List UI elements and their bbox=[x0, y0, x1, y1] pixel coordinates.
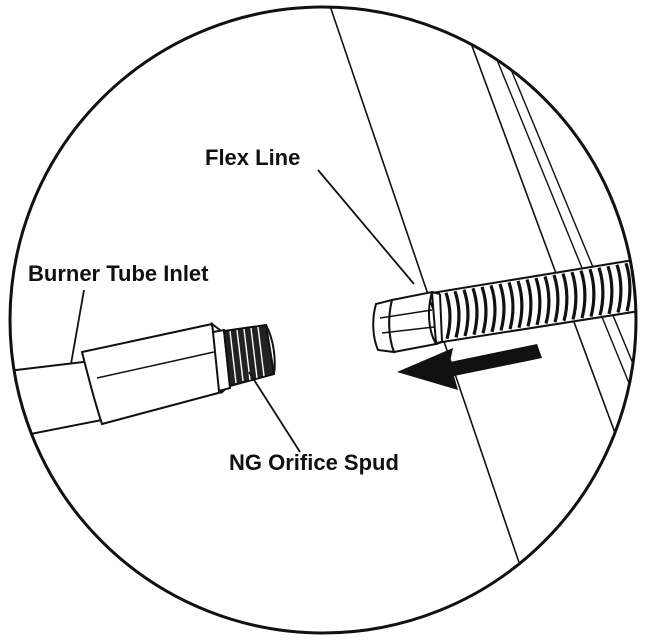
hose-ridge bbox=[579, 270, 587, 319]
flex-line-label: Flex Line bbox=[205, 145, 301, 170]
detail-circle-frame bbox=[8, 5, 638, 635]
leader-lines bbox=[70, 169, 415, 453]
hose-ridge bbox=[480, 286, 488, 334]
hose-ridge bbox=[471, 287, 479, 336]
burner-tube-inlet-label: Burner Tube Inlet bbox=[28, 261, 209, 286]
hose-ridge bbox=[498, 283, 506, 331]
hose-ridge bbox=[615, 264, 623, 313]
hose-ridge bbox=[561, 273, 569, 322]
hose-ridge bbox=[624, 262, 632, 312]
ng-orifice-spud-label: NG Orifice Spud bbox=[229, 450, 399, 475]
hose-ridge bbox=[489, 284, 497, 333]
hose-ridge bbox=[507, 281, 515, 330]
hose-ridge bbox=[543, 276, 551, 324]
hose-ridge bbox=[444, 292, 452, 340]
hose-ridge bbox=[516, 280, 524, 329]
hose-ridge bbox=[453, 290, 461, 338]
hose-ridge bbox=[606, 265, 614, 315]
hose-ridge bbox=[597, 267, 605, 316]
burner-tube bbox=[10, 321, 232, 442]
hose-ridge bbox=[570, 271, 578, 320]
flex-line-nut bbox=[372, 290, 443, 354]
flex-line-hose bbox=[430, 256, 636, 345]
hose-ridge bbox=[462, 289, 470, 337]
hose-ridge bbox=[534, 277, 542, 326]
hose-ridge bbox=[588, 268, 596, 318]
hose-ridge bbox=[552, 274, 560, 323]
hose-ridge bbox=[525, 278, 533, 327]
direction-arrow-icon bbox=[397, 344, 542, 390]
orifice-spud bbox=[211, 323, 276, 393]
